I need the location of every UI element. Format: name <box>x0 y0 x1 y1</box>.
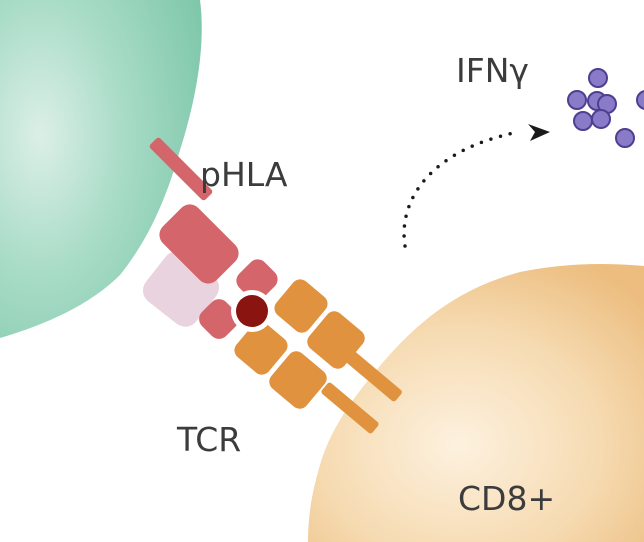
tcr-constant-domain-2 <box>269 351 327 409</box>
tcr-anchor-alpha <box>340 346 402 402</box>
tcr-complex <box>234 279 402 434</box>
ifn-gamma-particle <box>567 90 587 110</box>
ifn-gamma-label: IFNγ <box>456 51 529 90</box>
peptide-core <box>236 295 268 327</box>
secretion-arrow <box>402 130 520 248</box>
tcr-constant-domain-1 <box>307 311 365 369</box>
tcr-anchor-beta <box>321 382 379 434</box>
phla-complex <box>142 137 278 339</box>
ifn-gamma-particle <box>588 68 608 88</box>
target-cell <box>0 0 202 338</box>
arrowhead-icon <box>528 124 550 141</box>
ifn-gamma-particle <box>591 109 611 129</box>
ifn-gamma-particle <box>615 128 635 148</box>
cd8-cell <box>308 264 644 542</box>
ifn-gamma-particle <box>573 111 593 131</box>
tcr-label: TCR <box>176 420 241 459</box>
tcr-variable-domain-1 <box>274 279 328 333</box>
hla-alpha3-domain <box>159 204 239 284</box>
hla-alpha2-domain <box>199 299 239 339</box>
ifn-gamma-particle <box>636 90 644 110</box>
hla-anchor <box>149 137 213 201</box>
hla-alpha1-domain <box>236 259 278 301</box>
ifn-gamma-particles <box>567 68 644 148</box>
phla-label: pHLA <box>200 155 288 194</box>
cd8-label: CD8+ <box>458 479 555 518</box>
tcr-variable-domain-2 <box>234 321 288 375</box>
